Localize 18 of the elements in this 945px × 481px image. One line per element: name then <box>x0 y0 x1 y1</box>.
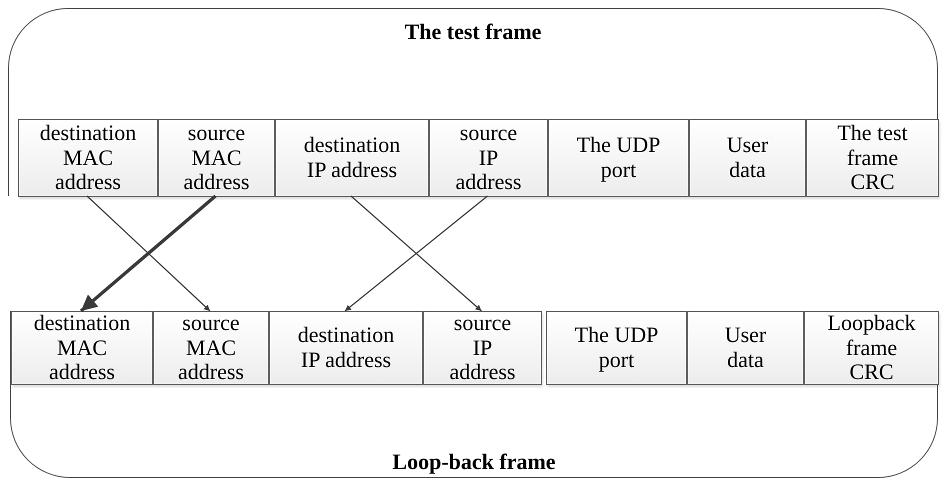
header-field: destination MAC address <box>11 311 153 385</box>
header-field: source MAC address <box>153 311 269 385</box>
header-field: The test frame CRC <box>806 119 939 197</box>
header-field: The UDP port <box>548 119 689 197</box>
frame-title: Loop-back frame <box>391 449 557 475</box>
header-field: destination MAC address <box>18 119 158 197</box>
frame-band <box>8 8 938 196</box>
header-field: destination IP address <box>275 119 429 197</box>
header-field: source IP address <box>423 311 542 385</box>
header-field: User data <box>689 119 806 197</box>
header-field: source MAC address <box>158 119 275 197</box>
header-field: User data <box>687 311 804 385</box>
header-field: source IP address <box>429 119 548 197</box>
header-field: The UDP port <box>546 311 687 385</box>
frame-band <box>10 311 938 478</box>
header-field: destination IP address <box>269 311 423 385</box>
frame-title: The test frame <box>404 19 542 45</box>
header-field: Loopback frame CRC <box>804 311 939 385</box>
